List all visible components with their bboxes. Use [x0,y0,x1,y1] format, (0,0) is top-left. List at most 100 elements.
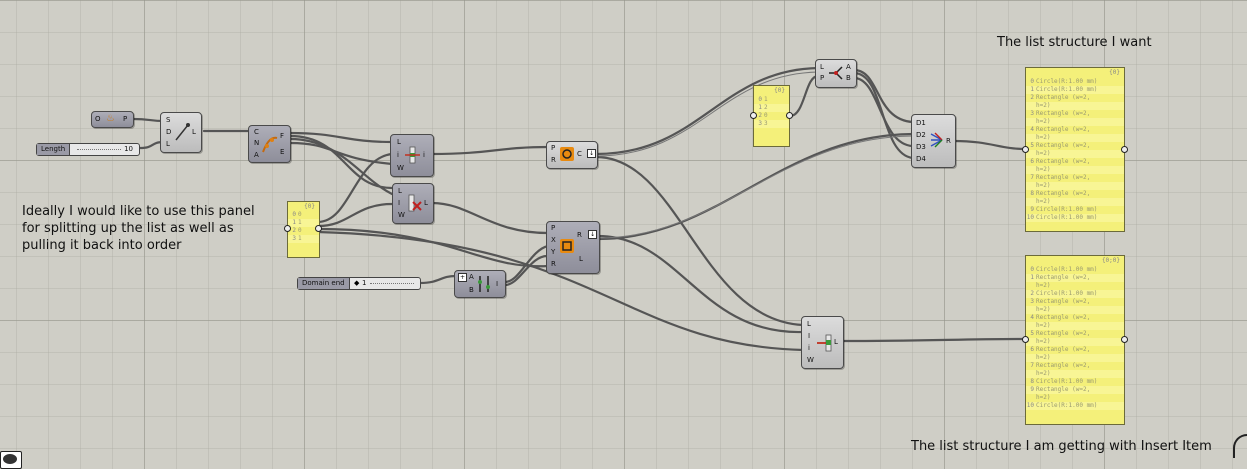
graft-icon: ↓ [587,149,596,158]
divide-curve-component[interactable]: C N A F E [248,125,291,163]
port-d2[interactable]: D2 [916,131,926,139]
port-i-out[interactable]: i [423,151,425,159]
bounds-component[interactable]: + A B I [454,270,506,298]
port-p[interactable]: P [123,115,128,123]
port-i-small[interactable]: i [808,344,810,352]
port-l-out[interactable]: L [424,199,428,207]
wire [597,135,914,239]
row-value: 0 [298,211,302,218]
row-index: 6 [1030,346,1034,353]
panel-output-grip[interactable] [1121,336,1128,343]
port-n[interactable]: N [254,139,260,147]
port-l[interactable]: L [398,187,402,195]
row-value: Rectangle (w=2, [1036,94,1091,101]
navigation-compass-icon[interactable] [1233,434,1247,458]
slider-handle[interactable]: ◆ [354,279,360,287]
port-i-out[interactable]: I [496,280,499,288]
wire [596,132,915,241]
circle-component[interactable]: P R C ↓ [546,141,598,169]
row-index: 9 [1030,206,1034,213]
row-value: 1 [298,235,302,242]
port-w[interactable]: W [397,164,404,172]
row-value: h=2) [1036,182,1051,189]
port-p[interactable]: P [820,74,825,82]
panel-output-grip[interactable] [1121,146,1128,153]
panel-output-grip[interactable] [315,225,322,232]
cull-index-component[interactable]: L I W L [392,183,434,224]
port-x[interactable]: X [551,236,556,244]
port-d1[interactable]: D1 [916,119,926,127]
wire-group [131,66,1027,352]
port-d[interactable]: D [166,128,172,136]
port-l[interactable]: L [820,63,824,71]
note-line: pulling it back into order [22,238,182,253]
row-value: Rectangle (w=2, [1036,158,1091,165]
port-a[interactable]: A [254,151,259,159]
wanted-structure-title: The list structure I want [997,35,1152,50]
panel-input-grip[interactable] [284,225,291,232]
panel-input-grip[interactable] [1022,336,1029,343]
port-p[interactable]: P [551,224,556,232]
port-r-out[interactable]: R [946,137,951,145]
entwine-component[interactable]: D1 D2 D3 D4 R [911,114,956,168]
port-r-out[interactable]: R [577,231,582,239]
port-w[interactable]: W [398,211,405,219]
wire [788,74,820,118]
panel-input-grip[interactable] [1022,146,1029,153]
length-slider[interactable]: Length 10 [36,143,140,156]
port-c[interactable]: C [254,128,259,136]
port-s[interactable]: S [166,116,171,124]
line-sdl-component[interactable]: S D L L [160,112,202,153]
domain-end-slider[interactable]: Domain end ◆ 1 [297,277,421,290]
graft-icon: ↓ [588,230,597,239]
port-r[interactable]: R [551,156,556,164]
port-d3[interactable]: D3 [916,143,926,151]
row-index: 3 [1030,110,1034,117]
port-f[interactable]: F [280,132,285,140]
panel-output-grip[interactable] [786,112,793,119]
rectangle-component[interactable]: P X Y R R ↓ L [546,221,600,274]
dispatch-component[interactable]: L P A B [815,59,857,88]
port-w[interactable]: W [807,356,814,364]
port-b[interactable]: B [469,286,474,294]
port-p[interactable]: P [551,144,556,152]
row-value: Rectangle (w=2, [1036,330,1091,337]
panel-row: h=2) [1026,306,1124,314]
port-l[interactable]: L [807,320,811,328]
port-o[interactable]: O [95,115,101,123]
port-a[interactable]: A [469,273,474,281]
port-r[interactable]: R [551,260,556,268]
port-i[interactable]: I [398,199,401,207]
port-l[interactable]: L [166,140,170,148]
list-item-component[interactable]: L i W i [390,134,434,177]
row-value: h=2) [1036,166,1051,173]
port-d4[interactable]: D4 [916,155,926,163]
port-l-out[interactable]: L [192,128,196,136]
canvas-corner-widget[interactable] [0,451,22,469]
port-e[interactable]: E [280,148,285,156]
row-value: Circle(R:1.00 mm) [1036,86,1098,93]
wire [952,139,1027,151]
port-l-out[interactable]: L [579,255,583,263]
port-l[interactable]: L [397,138,401,146]
port-a-out[interactable]: A [846,63,851,71]
row-index: 3 [1030,298,1034,305]
row-value: h=2) [1036,134,1051,141]
port-i[interactable]: I [808,332,811,340]
port-c-out[interactable]: C [577,150,582,158]
row-index: 7 [1030,174,1034,181]
port-y[interactable]: Y [551,248,556,256]
port-l-out[interactable]: L [834,338,838,346]
port-b-out[interactable]: B [846,74,851,82]
panel-input-grip[interactable] [750,112,757,119]
port-i[interactable]: i [397,151,399,159]
insert-items-component[interactable]: L I i W L [801,316,844,369]
circle-cnr-component[interactable]: O ♨ P [91,111,134,128]
